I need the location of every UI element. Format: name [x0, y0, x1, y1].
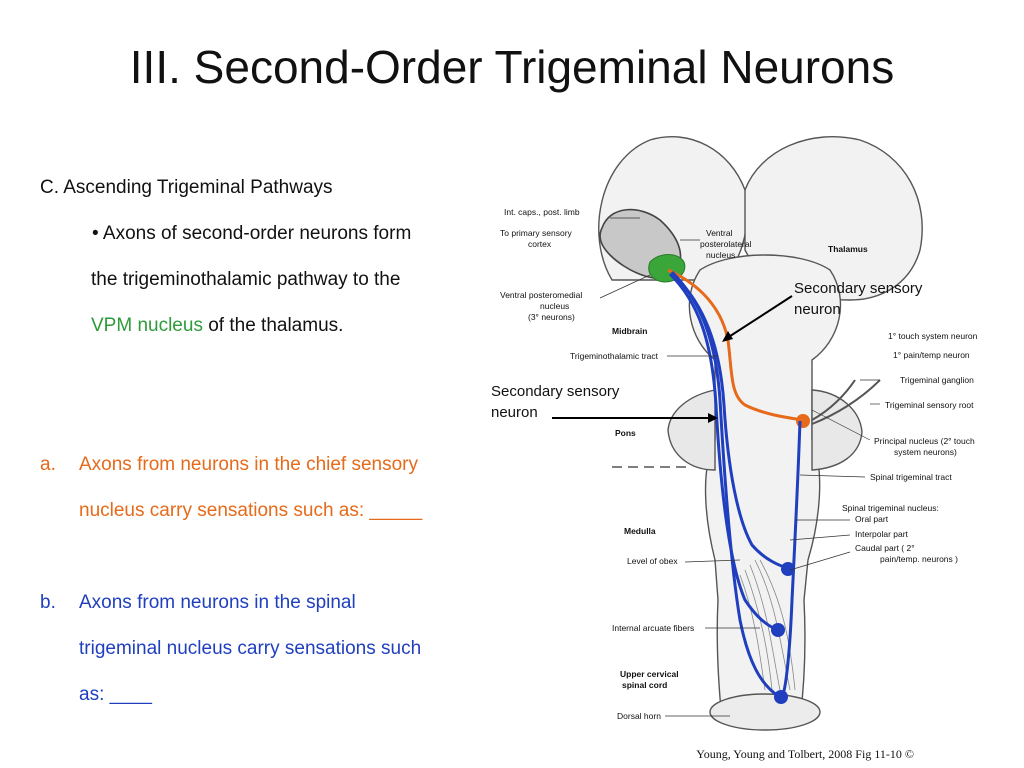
item-b-marker: b.	[40, 592, 56, 613]
chief-sensory-pathway	[667, 268, 804, 422]
label-vpl-3: nucleus	[706, 250, 735, 260]
item-a-line-2: nucleus carry sensations such as: _____	[79, 500, 423, 521]
trigeminal-nerve	[811, 379, 881, 425]
callout-arrowhead-top	[722, 331, 733, 342]
caudal-dot-1	[781, 562, 795, 576]
spinal-trigeminal-pathways	[668, 270, 802, 699]
bullet-marker: •	[92, 223, 99, 244]
bullet-text-1: Axons of second-order neurons form	[102, 223, 412, 244]
label-root: Trigeminal sensory root	[885, 400, 974, 410]
label-to-cortex-1: To primary sensory	[500, 228, 573, 238]
label-touch-neuron: 1° touch system neuron	[888, 331, 978, 341]
label-cervical-2: spinal cord	[622, 680, 667, 690]
item-b-line-3: as: ____	[79, 684, 152, 705]
callout-top-line-1: Secondary sensory	[794, 280, 923, 297]
bullet-line-1: • Axons of second-order neurons form	[92, 223, 411, 245]
section-heading: C. Ascending Trigeminal Pathways	[40, 177, 333, 198]
callout-mid-line-2: neuron	[491, 404, 538, 421]
callout-arrowhead-mid	[708, 413, 718, 423]
label-medulla: Medulla	[624, 526, 656, 536]
label-vpm-1: Ventral posteromedial	[500, 290, 582, 300]
bullet-line-3: VPM nucleus of the thalamus.	[91, 315, 343, 337]
callout-arrow-top	[723, 295, 793, 341]
label-dorsal: Dorsal horn	[617, 711, 661, 721]
item-a-line-1: Axons from neurons in the chief sensory	[79, 454, 419, 475]
label-principal-2: system neurons)	[894, 447, 957, 457]
figure-citation: Young, Young and Tolbert, 2008 Fig 11-10…	[696, 747, 914, 761]
label-obex: Level of obex	[627, 556, 678, 566]
bullet-text-3: of the thalamus.	[202, 315, 344, 336]
label-cervical-1: Upper cervical	[620, 669, 679, 679]
item-b-line-2: trigeminal nucleus carry sensations such	[79, 638, 422, 659]
label-ganglion: Trigeminal ganglion	[900, 375, 974, 385]
label-vpl-2: posterolateral	[700, 239, 752, 249]
label-spinal-tract: Spinal trigeminal tract	[870, 472, 952, 482]
label-principal-1: Principal nucleus (2° touch	[874, 436, 975, 446]
label-vpm-3: (3° neurons)	[528, 312, 575, 322]
label-pain-neuron: 1° pain/temp neuron	[893, 350, 970, 360]
label-vpm-2: nucleus	[540, 301, 569, 311]
bullet-line-2: the trigeminothalamic pathway to the	[91, 269, 401, 290]
label-arcuate: Internal arcuate fibers	[612, 623, 694, 633]
label-caudal-1: Caudal part ( 2°	[855, 543, 915, 553]
callout-top-line-2: neuron	[794, 301, 841, 318]
caudal-dot-2	[771, 623, 785, 637]
label-spinal-nucleus: Spinal trigeminal nucleus:	[842, 503, 939, 513]
label-midbrain: Midbrain	[612, 326, 647, 336]
label-thalamus: Thalamus	[828, 244, 868, 254]
callout-top-right: Secondary sensory neuron	[794, 278, 922, 320]
callout-mid-left: Secondary sensory neuron	[491, 381, 619, 423]
item-a-marker: a.	[40, 454, 56, 475]
vpm-nucleus-highlight: VPM nucleus	[91, 315, 203, 336]
principal-nucleus-dot	[796, 414, 810, 428]
label-to-cortex-2: cortex	[528, 239, 552, 249]
label-int-caps: Int. caps., post. limb	[504, 207, 580, 217]
label-tract: Trigeminothalamic tract	[570, 351, 659, 361]
slide-title: III. Second-Order Trigeminal Neurons	[129, 41, 895, 93]
caudal-dot-3	[774, 690, 788, 704]
label-interpolar: Interpolar part	[855, 529, 909, 539]
label-oral: Oral part	[855, 514, 889, 524]
label-vpl-1: Ventral	[706, 228, 733, 238]
item-b-line-1: Axons from neurons in the spinal	[79, 592, 356, 613]
label-leaders	[599, 217, 880, 717]
label-caudal-2: pain/temp. neurons )	[880, 554, 958, 564]
label-pons: Pons	[615, 428, 636, 438]
callout-mid-line-1: Secondary sensory	[491, 383, 620, 400]
